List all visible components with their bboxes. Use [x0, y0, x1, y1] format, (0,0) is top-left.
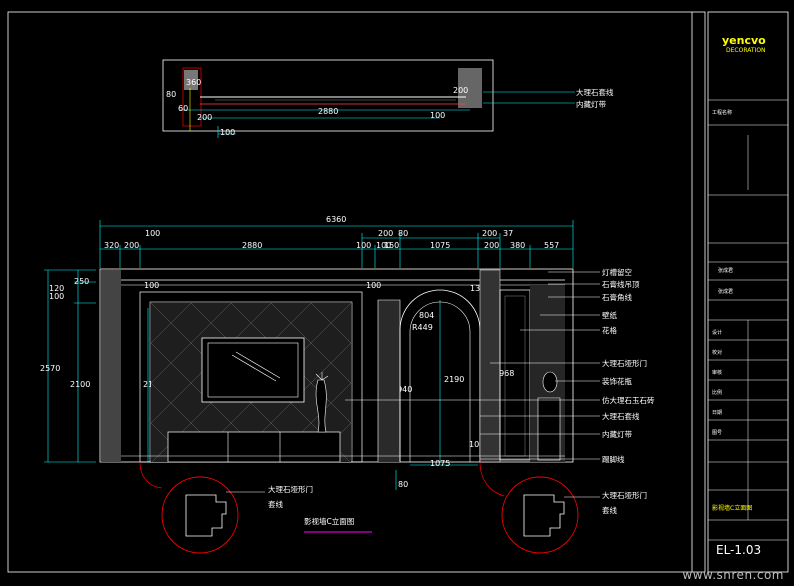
detail-label: 大理石垭形门	[268, 484, 313, 494]
title-field: 比例	[712, 389, 722, 396]
top-dim: 37	[503, 229, 513, 238]
top-dim: 2880	[242, 241, 262, 250]
inner-dim: 132	[470, 284, 485, 293]
elevation-label: 壁纸	[602, 310, 617, 320]
overall-width-dim: 6360	[326, 215, 346, 224]
left-dim: 100	[49, 292, 64, 301]
plan-dim: 200	[197, 113, 212, 122]
inner-dim: 100	[366, 281, 381, 290]
elevation-label: 仿大理石玉石砖	[602, 395, 655, 405]
top-dim: 200	[484, 241, 499, 250]
top-dim: 200	[124, 241, 139, 250]
detail-labels: 大理石垭形门 套线 大理石垭形门 套线	[268, 484, 647, 515]
inner-dim: 1968	[494, 369, 514, 378]
inner-dim: R449	[412, 323, 433, 332]
top-dim: 100	[145, 229, 160, 238]
inner-dim: 80	[398, 480, 408, 489]
top-dim: 100	[356, 241, 371, 250]
top-dim: 200	[378, 229, 393, 238]
elevation-label: 内藏灯带	[602, 429, 632, 439]
inner-dim: 804	[419, 311, 434, 320]
inner-dim: 1940	[392, 385, 412, 394]
plan-dim: 100	[220, 128, 235, 137]
plan-dimensions: 360 80 60 200 2880 100 200 100 大理石套线 内藏灯…	[166, 78, 614, 137]
elevation-label: 石膏角线	[602, 292, 632, 302]
drawing-caption: 影视墙C立面图	[304, 516, 354, 526]
top-dim: 150	[384, 241, 399, 250]
elevation-label: 石膏线吊顶	[602, 279, 640, 289]
top-dim: 320	[104, 241, 119, 250]
title-block-text: yencvo DECORATION 张成君 张成君 影视墙C立面图 工程名称 设…	[712, 34, 766, 557]
inner-dim: 100	[469, 440, 484, 449]
title-field: 校对	[712, 349, 722, 356]
plan-dim: 60	[178, 104, 188, 113]
title-field: 日期	[712, 410, 722, 416]
elevation-label: 花格	[602, 325, 617, 335]
top-dim: 380	[510, 241, 525, 250]
plan-label: 内藏灯带	[576, 99, 606, 109]
plan-dim: 360	[186, 78, 201, 87]
detail-label: 套线	[602, 505, 617, 515]
title-field: 审核	[712, 369, 722, 376]
company-logo-subtitle: DECORATION	[726, 47, 766, 54]
detail-label: 大理石垭形门	[602, 490, 647, 500]
plan-dim: 200	[453, 86, 468, 95]
title-field: 设计	[712, 329, 722, 336]
elevation-label: 大理石垭形门	[602, 358, 647, 368]
label-leaders	[345, 271, 600, 460]
top-dim: 557	[544, 241, 559, 250]
top-dim: 1075	[430, 241, 450, 250]
plan-view	[162, 59, 575, 138]
left-dim: 250	[74, 277, 89, 286]
plan-label: 大理石套线	[576, 87, 614, 97]
client-name: 张成君	[718, 267, 733, 274]
plan-dim: 80	[166, 90, 176, 99]
company-logo: yencvo	[722, 34, 766, 47]
elevation-label: 灯槽留空	[602, 267, 632, 277]
inner-dim: 100	[144, 281, 159, 290]
detail-callouts	[139, 461, 600, 554]
top-dim: 200	[482, 229, 497, 238]
elevation-labels: 灯槽留空 石膏线吊顶 石膏角线 壁纸 花格 大理石垭形门 装饰花瓶 仿大理石玉石…	[602, 267, 655, 464]
elevation-label: 大理石套线	[602, 411, 640, 421]
elevation-label: 踢脚线	[602, 454, 625, 464]
elevation-dimension-lines	[44, 220, 574, 490]
watermark: www.snren.com	[682, 568, 784, 582]
project-name: 张成君	[718, 288, 733, 295]
elevation-view	[99, 268, 574, 463]
sheet-number: EL-1.03	[716, 543, 761, 557]
left-dim: 120	[49, 284, 64, 293]
top-dim: 80	[398, 229, 408, 238]
title-field: 图号	[712, 430, 722, 436]
elevation-label: 装饰花瓶	[602, 376, 632, 386]
detail-label: 套线	[268, 499, 283, 509]
title-block	[708, 99, 788, 541]
title-field: 工程名称	[712, 109, 732, 116]
plan-dim: 2880	[318, 107, 338, 116]
plan-dim: 100	[430, 111, 445, 120]
left-dim: 2570	[40, 364, 60, 373]
top-dim: 100	[376, 241, 391, 250]
inner-dim: 2190	[444, 375, 464, 384]
left-dim: 2100	[70, 380, 90, 389]
drawing-name: 影视墙C立面图	[712, 504, 752, 512]
sheet-border	[7, 11, 789, 573]
inner-dim: 1075	[430, 459, 450, 468]
